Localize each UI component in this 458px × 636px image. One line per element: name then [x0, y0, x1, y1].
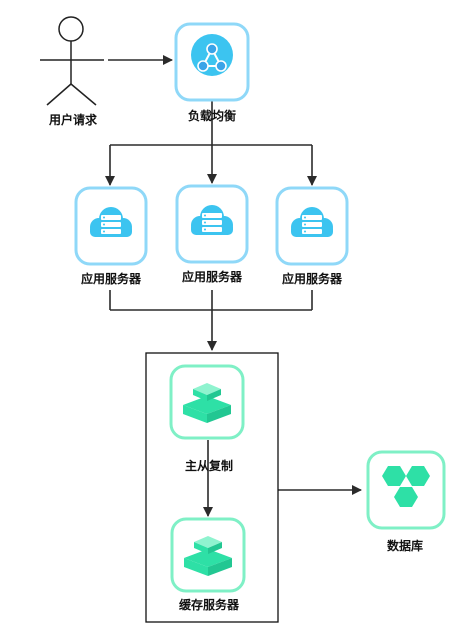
- database-node: 数据库: [366, 450, 446, 553]
- app-server-node-3: 应用服务器: [275, 186, 349, 286]
- cloud-server-icon: [191, 205, 233, 235]
- load-balancer-node: 负载均衡: [174, 22, 250, 123]
- load-balancer-label: 负载均衡: [188, 108, 236, 123]
- cloud-server-icon: [291, 207, 333, 237]
- cache-replica-node: 缓存服务器: [170, 517, 246, 612]
- app-server-node-2: 应用服务器: [175, 184, 249, 284]
- database-label: 数据库: [387, 538, 423, 553]
- replication-label: 主从复制: [185, 458, 233, 473]
- network-share-icon: [191, 34, 233, 76]
- user-node: 用户请求: [40, 16, 104, 127]
- cache-cluster-container: [145, 352, 279, 623]
- app-server-node-1: 应用服务器: [74, 186, 148, 286]
- cache-server-label: 缓存服务器: [179, 597, 240, 612]
- cache-layer-icon: [184, 536, 232, 576]
- database-cluster-icon: [382, 466, 430, 507]
- app-server-label-2: 应用服务器: [182, 269, 243, 284]
- app-server-label-3: 应用服务器: [282, 271, 343, 286]
- cloud-server-icon: [90, 207, 132, 237]
- cache-primary-node: [169, 364, 245, 440]
- user-stick-figure-icon: [40, 16, 104, 106]
- app-server-label-1: 应用服务器: [81, 271, 142, 286]
- user-label: 用户请求: [48, 112, 98, 127]
- connectors: [105, 55, 362, 517]
- cache-layer-icon: [183, 383, 231, 423]
